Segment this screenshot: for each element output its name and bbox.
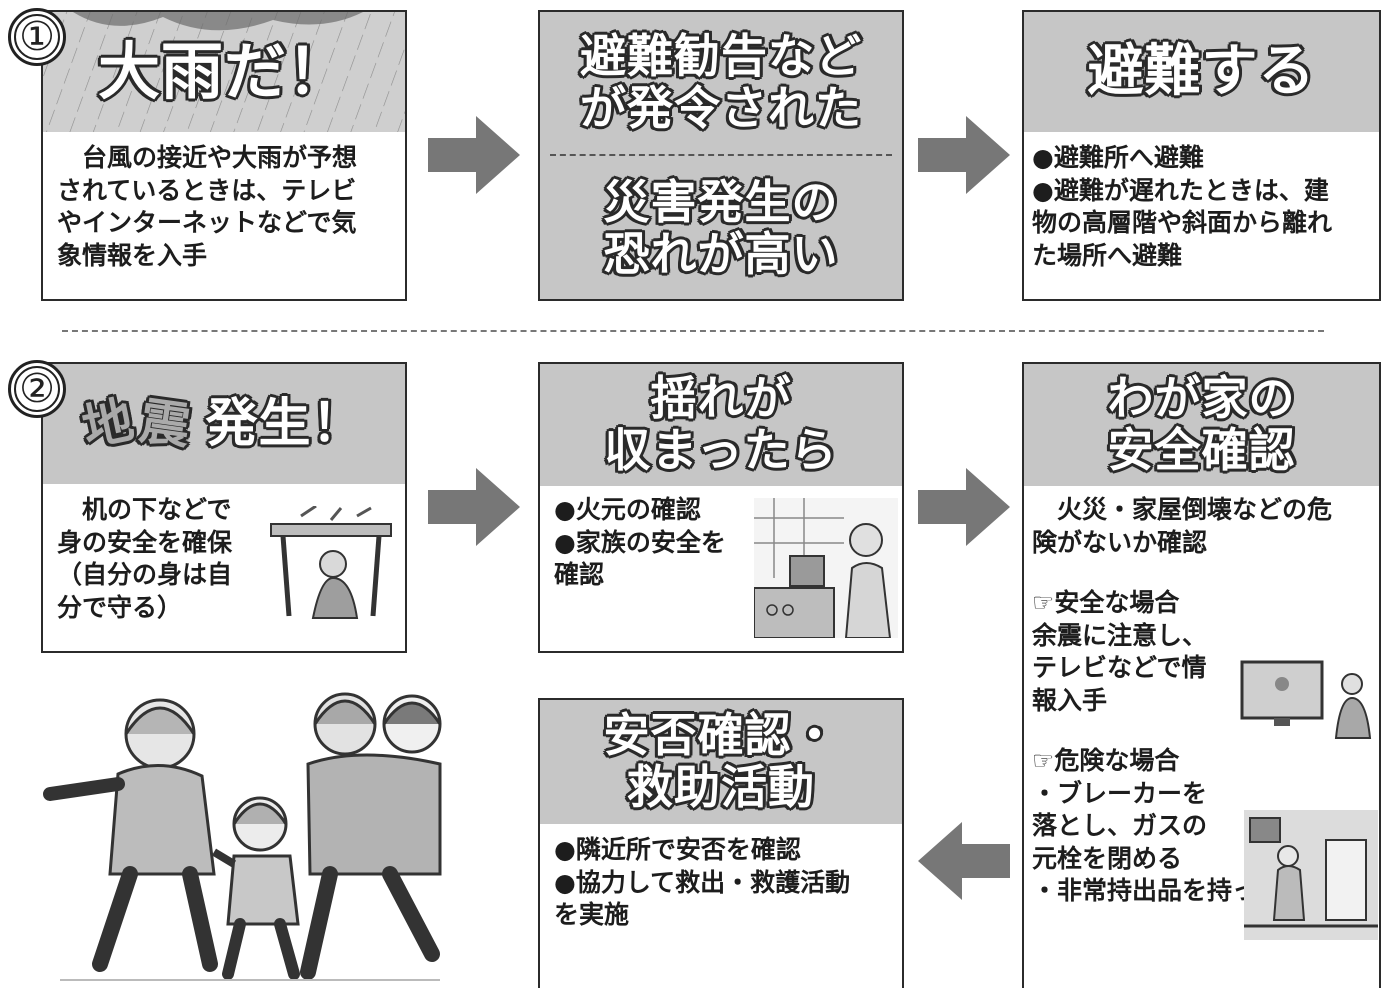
advisory-header: 避難勧告など が発令された [540,12,902,154]
evacuate-title: 避難する [1087,38,1316,104]
right-arrow-icon [428,468,520,546]
text-line: ☞危険な場合 [1032,746,1180,775]
text-line: 報入手 [1032,685,1108,715]
text-line: ●避難所へ避難 [1032,143,1204,172]
evacuate-header: 避難する [1024,12,1379,132]
after-shaking-header: 揺れが 収まったら [540,364,902,486]
text-line: 身の安全を確保 [57,527,233,557]
risk-title-line: 恐れが高い [603,226,839,281]
left-arrow-icon [918,822,1010,900]
earthquake-text: 机の下などで 身の安全を確保 （自分の身は自 分で守る） [43,484,405,634]
evacuation-advisory-box: 避難勧告など が発令された 災害発生の 恐れが高い [538,10,904,301]
evacuate-box: 避難する ●避難所へ避難 ●避難が遅れたときは、建 物の高層階や斜面から離れ た… [1022,10,1381,301]
text-line: ●避難が遅れたときは、建 [1032,175,1329,205]
text-line: 余震に注意し、 [1032,620,1208,650]
text-line: （自分の身は自 [57,560,233,589]
text-line: 険がないか確認 [1032,527,1208,557]
step-number-2: ② [8,360,66,418]
home-safety-box: わが家の 安全確認 火災・家屋倒壊などの危 険がないか確認 ☞安全な場合 余震に… [1022,362,1381,988]
after-shaking-text: ●火元の確認 ●家族の安全を 確認 [540,486,902,600]
text-line: ●隣近所で安否を確認 [554,835,801,864]
heavy-rain-title: 大雨だ！ [97,35,350,109]
right-arrow-icon [428,116,520,194]
text-line: 物の高層階や斜面から離れ [1032,208,1333,237]
text-line: ●協力して救出・救護活動 [554,867,851,897]
watching-tv-illustration [1240,660,1372,739]
text-line: テレビなどで情 [1032,653,1207,682]
earthquake-title-char: 震 [136,391,196,457]
text-line: 台風の接近や大雨が予想 [57,143,358,172]
text-line: 火災・家屋倒壊などの危 [1032,495,1333,524]
safe-case-text: ☞安全な場合 余震に注意し、 テレビなどで情 報入手 [1024,559,1379,717]
home-safety-title-line: わが家の [1107,371,1296,426]
text-line: やインターネットなどで気 [57,208,357,237]
text-line: されているときは、テレビ [57,175,357,205]
rescue-header: 安否確認・ 救助活動 [540,700,902,824]
after-shaking-box: 揺れが 収まったら ●火元の確認 ●家族の安全を 確認 [538,362,904,653]
rain-background-icon [43,12,405,132]
heavy-rain-box: 大雨だ！ 台風の接近や大雨が予想 されているときは、テレビ やインターネットなど… [41,10,407,301]
text-line: 象情報を入手 [57,240,208,270]
disaster-risk-header: 災害発生の 恐れが高い [540,156,902,299]
risk-title-line: 災害発生の [603,174,839,229]
right-arrow-icon [918,116,1010,194]
text-line: 分で守る） [57,592,183,622]
text-line: ●家族の安全を [554,527,726,557]
text-line: ●火元の確認 [554,495,701,524]
rescue-box: 安否確認・ 救助活動 ●隣近所で安否を確認 ●協力して救出・救護活動 を実施 [538,698,904,988]
home-safety-title-line: 安全確認 [1107,423,1296,477]
rescue-title-line: 救助活動 [627,760,815,814]
rescue-title-line: 安否確認・ [603,708,839,763]
advisory-title-line: が発令された [580,81,862,135]
text-line: 机の下などで [57,495,232,524]
section-divider [62,330,1324,332]
earthquake-box: 地 震 発生！ 机の下などで 身の安全を確保 （自分の身は自 分で守る） [41,362,407,653]
after-shaking-title-line: 収まったら [604,423,838,477]
text-line: た場所へ避難 [1032,240,1183,270]
text-line: 元栓を閉める [1032,843,1183,873]
text-line: 確認 [554,560,605,589]
dashed-divider [550,154,892,156]
home-safety-intro: 火災・家屋倒壊などの危 険がないか確認 [1024,486,1379,559]
breaker-switch-illustration [1244,810,1378,940]
earthquake-header: 地 震 発生！ [43,364,405,484]
under-desk-illustration [270,506,392,619]
rescue-text: ●隣近所で安否を確認 ●協力して救出・救護活動 を実施 [540,824,902,942]
heavy-rain-header: 大雨だ！ [43,12,405,132]
right-arrow-icon [918,468,1010,546]
earthquake-title: 発生！ [205,393,365,454]
text-line: ☞安全な場合 [1032,588,1180,617]
advisory-title-line: 避難勧告など [580,29,862,84]
family-evacuating-illustration [43,692,442,981]
earthquake-title-char: 地 [78,390,140,458]
text-line: を実施 [554,900,630,929]
kitchen-fire-check-illustration [754,498,898,638]
home-safety-header: わが家の 安全確認 [1024,364,1379,486]
text-line: ・ブレーカーを [1032,778,1208,808]
evacuate-text: ●避難所へ避難 ●避難が遅れたときは、建 物の高層階や斜面から離れ た場所へ避難 [1024,132,1379,282]
after-shaking-title-line: 揺れが [650,371,792,426]
heavy-rain-text: 台風の接近や大雨が予想 されているときは、テレビ やインターネットなどで気 象情… [43,132,405,282]
text-line: 落とし、ガスの [1032,811,1208,840]
step-number-1: ① [8,8,66,66]
